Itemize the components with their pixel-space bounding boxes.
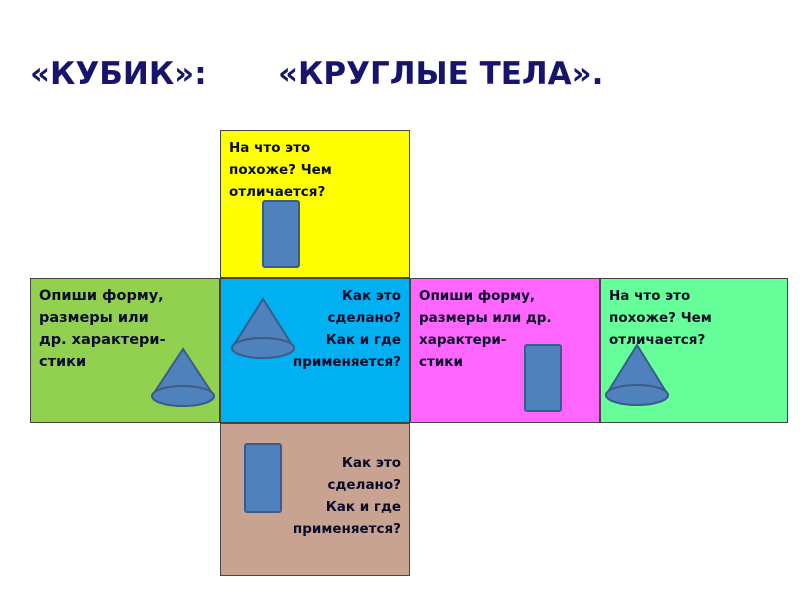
cone-icon bbox=[604, 343, 670, 406]
face-center-text: Как это сделано? Как и где применяется? bbox=[292, 288, 401, 370]
face-center: Как это сделано? Как и где применяется? bbox=[220, 278, 410, 423]
face-far-right-text: На что это похоже? Чем отличается? bbox=[609, 288, 712, 348]
face-far-right: На что это похоже? Чем отличается? bbox=[600, 278, 788, 423]
cone-icon bbox=[150, 347, 216, 407]
face-left-text: Опиши форму, размеры или др. характери- … bbox=[39, 288, 166, 370]
face-top-text: На что это похоже? Чем отличается? bbox=[229, 140, 332, 200]
title-kubik: «КУБИК»: bbox=[30, 56, 207, 92]
cylinder-icon bbox=[524, 344, 562, 412]
face-bottom: Как это сделано? Как и где применяется? bbox=[220, 423, 410, 576]
title-round-bodies: «КРУГЛЫЕ ТЕЛА». bbox=[278, 56, 604, 92]
face-right-text: Опиши форму, размеры или др. характери- … bbox=[419, 288, 552, 370]
face-right: Опиши форму, размеры или др. характери- … bbox=[410, 278, 600, 423]
face-bottom-text: Как это сделано? Как и где применяется? bbox=[292, 455, 401, 537]
face-top: На что это похоже? Чем отличается? bbox=[220, 130, 410, 278]
cone-icon bbox=[230, 297, 296, 359]
face-left: Опиши форму, размеры или др. характери- … bbox=[30, 278, 220, 423]
cylinder-icon bbox=[262, 200, 300, 268]
cylinder-icon bbox=[244, 443, 282, 513]
